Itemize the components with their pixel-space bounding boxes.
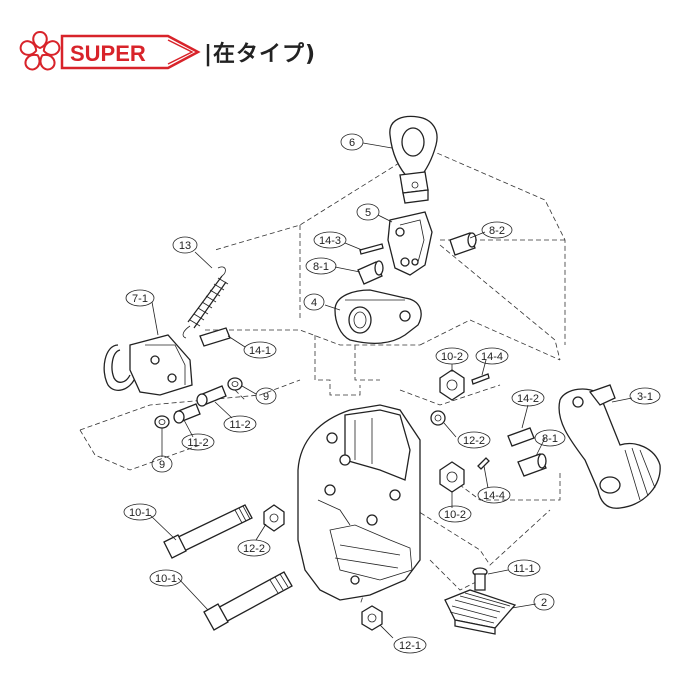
part-2-jaw-pad [444, 589, 517, 635]
callout-4: 4 [303, 293, 325, 311]
part-10-1-lower-bolt [203, 571, 293, 631]
callout-9-right-label: 9 [263, 391, 269, 403]
callout-2-label: 2 [541, 597, 547, 609]
callout-14-4-lower-label: 14-4 [483, 490, 505, 502]
callout-6-label: 6 [349, 137, 355, 149]
callout-9-left: 9 [151, 455, 173, 473]
brand-logo: SUPER [19, 30, 201, 71]
part-8-1-upper-pin [357, 260, 384, 285]
part-11-2-upper-bolt [196, 385, 227, 407]
part-14-4-upper-pin [471, 373, 490, 385]
callout-12-1: 12-1 [393, 636, 427, 654]
callout-12-1-label: 12-1 [399, 640, 421, 652]
callout-4-label: 4 [311, 297, 317, 309]
callout-11-1: 11-1 [507, 559, 541, 577]
part-6-eye-shackle [389, 115, 438, 204]
callout-14-2-label: 14-2 [517, 393, 539, 405]
callout-9-right: 9 [255, 387, 277, 405]
callout-8-1-lower: 8-1 [534, 429, 566, 447]
main-body [297, 404, 421, 601]
part-9-washer-left [154, 415, 170, 429]
part-14-2-pin [507, 427, 535, 447]
callout-11-2-upper-label: 11-2 [229, 419, 250, 431]
callout-5: 5 [356, 203, 380, 221]
part-8-2-pin [449, 232, 477, 256]
part-11-1-bolt [472, 567, 488, 591]
part-5-link [387, 211, 433, 276]
callout-2: 2 [533, 593, 555, 611]
callout-14-3: 14-3 [313, 231, 347, 249]
callout-14-1: 14-1 [243, 341, 277, 359]
callout-13: 13 [172, 236, 198, 254]
part-12-2-upper-washer [430, 410, 446, 426]
part-12-2-lower-nut [263, 504, 285, 532]
callout-7-1: 7-1 [125, 289, 155, 307]
callout-10-2-lower: 10-2 [438, 505, 472, 523]
callout-11-2-lower-label: 11-2 [187, 437, 208, 449]
part-7-1-lock-handle [103, 334, 193, 396]
header-title: |在タイプ) [204, 42, 317, 67]
part-14-3-pin [359, 243, 384, 255]
header: SUPER |在タイプ) [0, 0, 700, 90]
part-10-2-upper-nut [439, 369, 465, 401]
callout-3-1-label: 3-1 [637, 391, 653, 403]
brand-name: SUPER [70, 41, 146, 66]
callout-12-2-upper-label: 12-2 [463, 435, 485, 447]
callout-14-3-label: 14-3 [319, 235, 341, 247]
callout-8-1-lower-label: 8-1 [542, 433, 558, 445]
callout-10-2-upper-label: 10-2 [441, 351, 463, 363]
part-10-2-lower-nut [439, 461, 465, 493]
callout-14-1-label: 14-1 [249, 345, 271, 357]
part-10-1-upper-bolt [163, 504, 253, 559]
callout-10-1-lower-label: 10-1 [155, 573, 177, 585]
part-12-1-nut [361, 605, 383, 631]
callout-6: 6 [340, 133, 364, 151]
callout-10-1-lower: 10-1 [149, 569, 183, 587]
callout-14-4-upper-label: 14-4 [481, 351, 503, 363]
callout-5-label: 5 [365, 207, 371, 219]
callout-8-2-label: 8-2 [489, 225, 505, 237]
callout-10-1-upper-label: 10-1 [129, 507, 151, 519]
callout-14-2: 14-2 [511, 389, 545, 407]
callout-14-4-upper: 14-4 [475, 347, 509, 365]
part-3-1-jaw-arm [558, 384, 661, 509]
callout-8-1-upper-label: 8-1 [313, 261, 329, 273]
part-13-spring [182, 266, 229, 339]
part-14-1-pin [199, 327, 231, 347]
callout-3-1: 3-1 [629, 387, 661, 405]
callout-12-2-lower-label: 12-2 [243, 543, 265, 555]
part-14-4-lower-pin [477, 457, 490, 470]
callout-10-2-lower-label: 10-2 [444, 509, 466, 521]
part-4-cam [334, 289, 422, 344]
callout-8-1-upper: 8-1 [305, 257, 337, 275]
callout-10-1-upper: 10-1 [123, 503, 157, 521]
part-11-2-lower-bolt [173, 403, 201, 424]
callout-14-4-lower: 14-4 [477, 486, 511, 504]
part-9-washer-right [227, 377, 243, 391]
callout-7-1-label: 7-1 [132, 293, 148, 305]
callout-11-2-lower: 11-2 [181, 433, 215, 451]
callout-11-1-label: 11-1 [513, 563, 534, 575]
callout-9-left-label: 9 [159, 459, 165, 471]
callout-13-label: 13 [179, 240, 191, 252]
sakura-icon [19, 30, 61, 71]
callout-12-2-upper: 12-2 [457, 431, 491, 449]
callout-11-2-upper: 11-2 [223, 415, 257, 433]
callout-12-2-lower: 12-2 [237, 539, 271, 557]
callout-8-2: 8-2 [481, 221, 513, 239]
part-8-1-lower-pin [517, 453, 547, 477]
callout-leaders [149, 142, 633, 639]
callout-10-2-upper: 10-2 [435, 347, 469, 365]
